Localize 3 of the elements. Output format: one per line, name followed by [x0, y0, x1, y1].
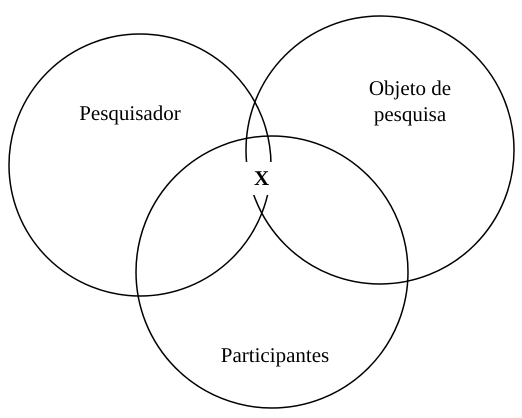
- circle-label: Objeto de pesquisa: [368, 75, 452, 127]
- circle-label: Participantes: [220, 342, 330, 368]
- circle-label: Pesquisador: [78, 100, 182, 126]
